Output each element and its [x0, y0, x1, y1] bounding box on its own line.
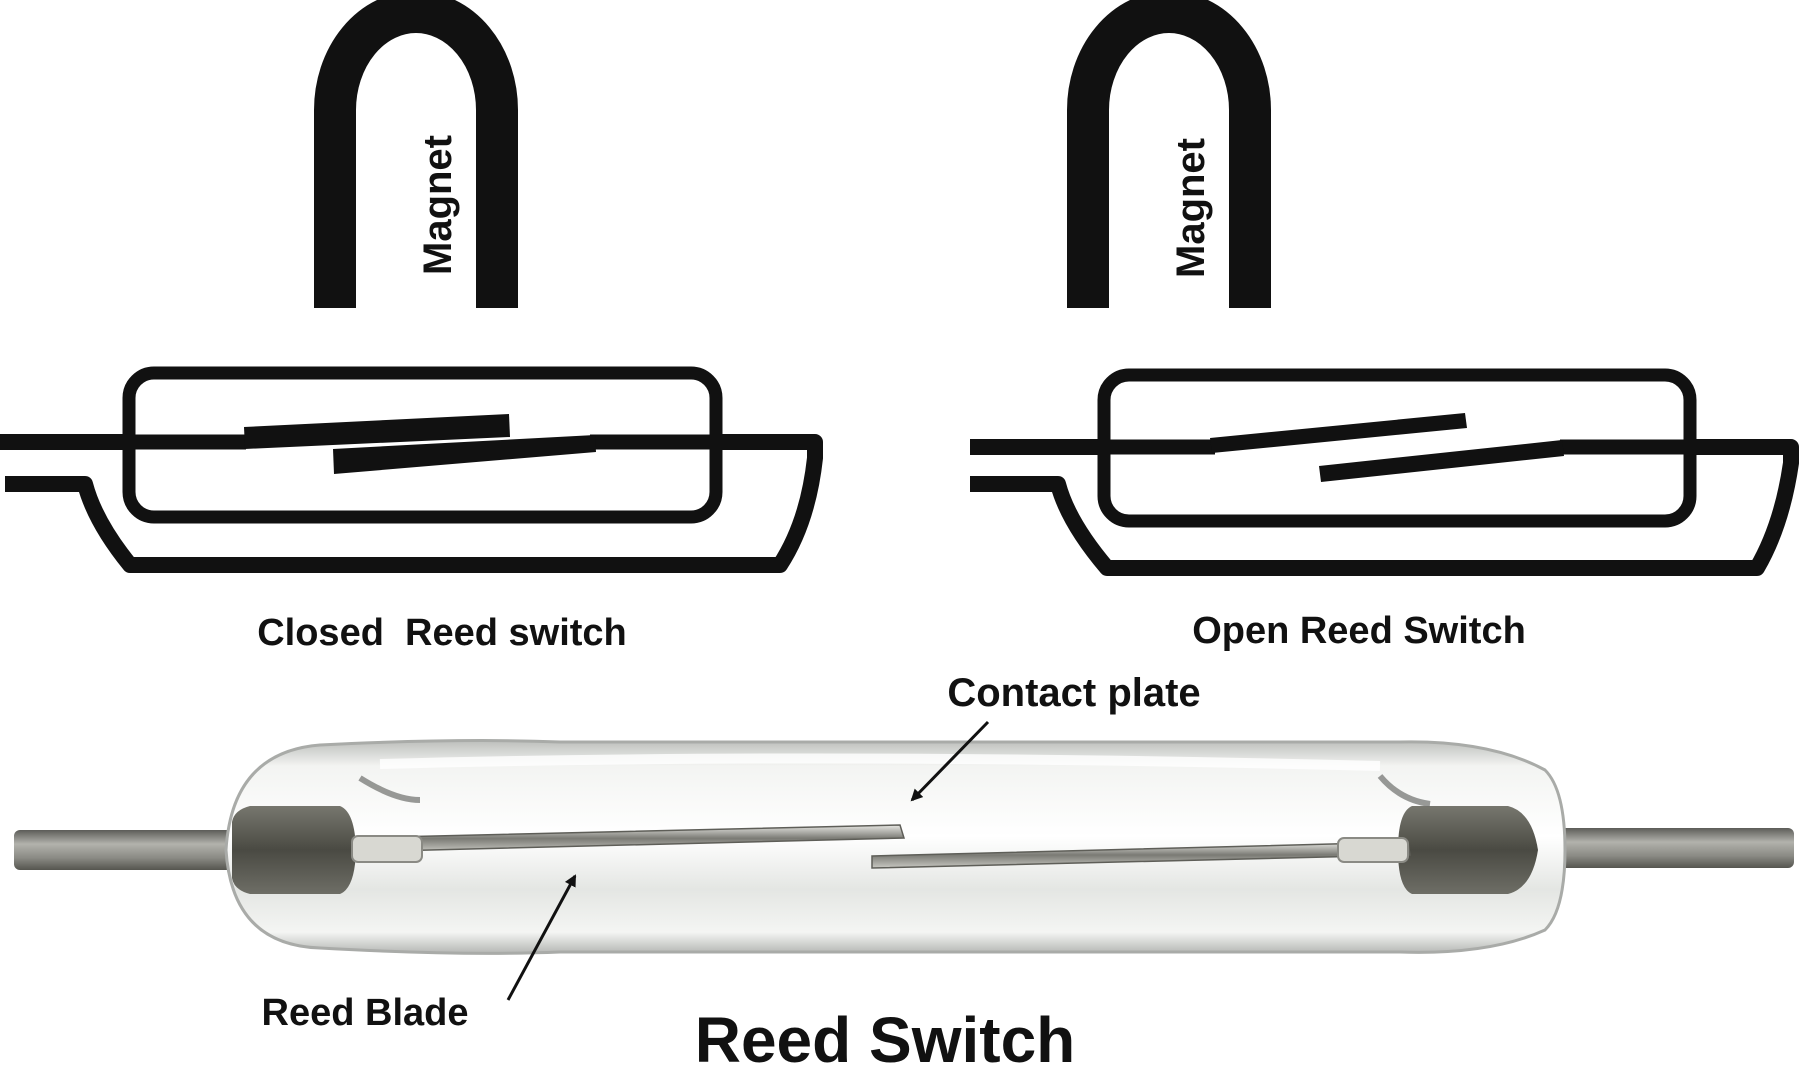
- closed-caption: Closed Reed switch: [257, 612, 627, 654]
- open-reed-switch-diagram: Magnet Open Reed Switch: [970, 0, 1799, 652]
- closed-lead-frame: [0, 434, 823, 573]
- closed-reed-blade-left: [244, 414, 510, 449]
- lead-wire-right: [1532, 828, 1794, 868]
- open-reed-blade-right: [1319, 440, 1564, 482]
- lead-wire-left: [14, 830, 246, 870]
- open-reed-blade-left: [1210, 413, 1467, 453]
- callouts: Contact plate Reed Blade Reed Switch: [262, 671, 1201, 1071]
- reed-blade-label: Reed Blade: [262, 992, 469, 1034]
- blade-root-right: [1337, 837, 1409, 863]
- contact-plate-label: Contact plate: [947, 671, 1200, 715]
- blade-root-left: [351, 835, 423, 863]
- magnet-left: [314, 0, 518, 308]
- closed-reed-blade-right: [333, 435, 596, 474]
- magnet-left-label: Magnet: [416, 135, 460, 275]
- figure-title: Reed Switch: [695, 1004, 1076, 1071]
- open-caption: Open Reed Switch: [1192, 610, 1526, 652]
- reed-blade-arrow: [506, 874, 577, 1001]
- end-cap-left: [232, 806, 356, 894]
- open-lead-frame: [970, 439, 1799, 576]
- glass-shadow-right: [1377, 774, 1431, 807]
- magnet-right-label: Magnet: [1169, 138, 1213, 278]
- end-cap-right: [1398, 806, 1538, 894]
- glass-shadow-left: [358, 775, 421, 803]
- contact-plate-arrow: [910, 720, 990, 802]
- closed-reed-switch-diagram: Magnet Closed Reed switch: [0, 0, 823, 654]
- glass-highlight: [379, 753, 1381, 771]
- reed-switch-illustration: [14, 739, 1794, 955]
- reed-blade-photo-right: [871, 841, 1411, 869]
- magnet-right: [1067, 0, 1271, 308]
